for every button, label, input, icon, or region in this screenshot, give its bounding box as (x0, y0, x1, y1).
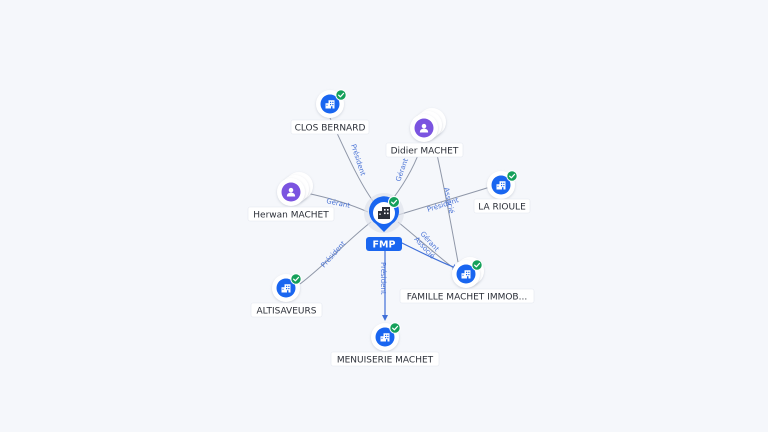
verified-badge-icon (388, 196, 400, 208)
center-label-bg (366, 237, 402, 251)
edge-didier-famille (435, 149, 459, 263)
node-clos-bernard[interactable]: CLOS BERNARD (290, 89, 370, 135)
node-label-menuiserie-machet: MENUISERIE MACHET (337, 356, 434, 366)
node-label-bg (399, 288, 535, 304)
node-label-bg (385, 142, 464, 158)
verified-badge-icon (506, 170, 518, 182)
node-menuiserie-machet[interactable]: MENUISERIE MACHET (330, 322, 440, 367)
node-label-bg (473, 198, 531, 214)
edge-center-famille (399, 241, 459, 270)
edge-label-altis: Président (320, 240, 348, 270)
node-herwan-machet[interactable]: Herwan MACHET (247, 172, 335, 222)
node-label-didier-machet: Didier MACHET (391, 147, 459, 157)
edge-altisaveurs (299, 221, 372, 285)
node-didier-machet[interactable]: Didier MACHET (385, 108, 464, 158)
nodes: CLOS BERNARD Didier MACHET Herwan MACHET (247, 89, 535, 367)
verified-badge-icon (389, 322, 401, 334)
node-altisaveurs[interactable]: ALTISAVEURS (250, 273, 323, 318)
node-label-clos-bernard: CLOS BERNARD (295, 124, 366, 134)
node-label-famille-machet: FAMILLE MACHET IMMOB... (407, 293, 527, 303)
node-famille-machet[interactable]: FAMILLE MACHET IMMOB... (399, 257, 535, 304)
verified-badge-icon (471, 259, 483, 271)
node-label-bg (330, 351, 440, 367)
node-label-bg (247, 206, 335, 222)
node-label-bg (250, 302, 323, 318)
node-label-altisaveurs: ALTISAVEURS (257, 307, 317, 317)
verified-badge-icon (290, 273, 302, 285)
verified-badge-icon (335, 89, 347, 101)
center-label-fmp: FMP (373, 240, 396, 251)
edge-herwan-machet (305, 192, 369, 213)
edge-label-menuiserie: Président (379, 262, 387, 295)
node-center-fmp[interactable]: FMP (364, 193, 404, 251)
node-label-la-rioule: LA RIOULE (478, 203, 526, 213)
edge-label-clos: Président (349, 143, 367, 177)
node-label-herwan-machet: Herwan MACHET (253, 211, 329, 221)
edge-label-didier: Gérant (394, 157, 410, 183)
node-la-rioule[interactable]: LA RIOULE (473, 170, 531, 214)
node-label-bg (290, 119, 370, 135)
